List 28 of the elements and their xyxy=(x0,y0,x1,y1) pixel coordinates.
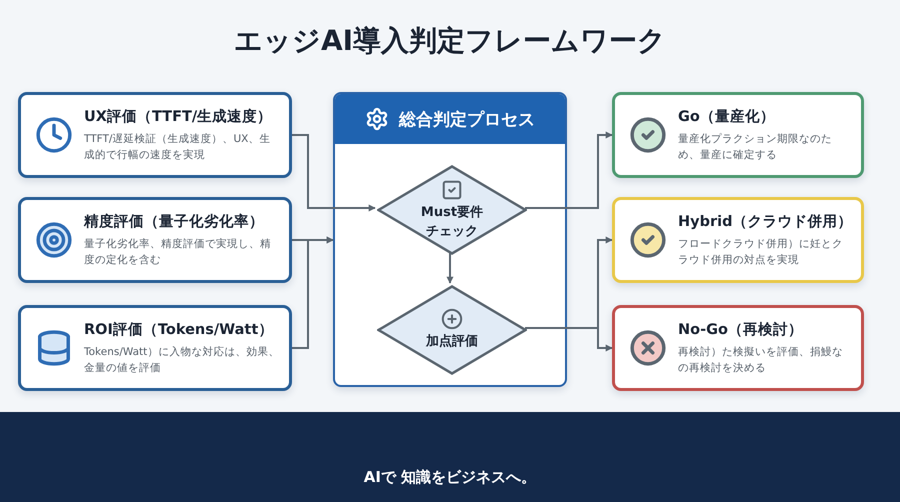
panel-title: 総合判定プロセス xyxy=(399,108,535,130)
card-description: TTFT/遅延検証（生成速度）、UX、生成的で行幅の速度を実現 xyxy=(84,132,272,163)
diamond-label: Must要件チェック xyxy=(420,204,484,240)
criteria-card xyxy=(18,305,292,391)
criteria-card xyxy=(612,197,864,283)
card-title: No-Go（再検討） xyxy=(678,320,804,339)
connector-arrow xyxy=(446,253,454,284)
criteria-card xyxy=(18,92,292,178)
card-description: 再検討）た検擬いを評価、捐鰻なの再検討を決める xyxy=(678,344,844,376)
card-description: 量子化劣化率、精度評価で実現し、精度の定化を含む xyxy=(84,236,272,268)
card-description: Tokens/Watt）に入物な対応は、効果、金量の値を評価 xyxy=(84,344,280,376)
tagline: AIで 知識をビジネスへ。 xyxy=(362,468,538,487)
connector-arrow xyxy=(292,236,334,349)
card-title: Hybrid（クラウド併用） xyxy=(678,212,853,231)
criteria-card xyxy=(18,197,292,283)
diagram-title: エッジAI導入判定フレームワーク xyxy=(232,23,668,59)
criteria-card xyxy=(612,92,864,178)
connector-arrow xyxy=(525,132,613,209)
card-title: UX評価（TTFT/生成速度） xyxy=(84,107,274,126)
card-description: フロードクラウド併用）に妊とクラウド併用の対点を実現 xyxy=(678,236,844,268)
diamond-label: 加点評価 xyxy=(424,333,479,352)
connector-arrow xyxy=(292,134,376,212)
card-title: Go（量産化） xyxy=(678,107,776,126)
criteria-card xyxy=(612,305,864,391)
process-panel xyxy=(333,92,567,387)
card-title: ROI評価（Tokens/Watt） xyxy=(84,320,274,339)
card-title: 精度評価（量子化劣化率） xyxy=(84,212,265,231)
card-description: 量産化プラクション期限なのため、量産に確定する xyxy=(678,132,833,163)
